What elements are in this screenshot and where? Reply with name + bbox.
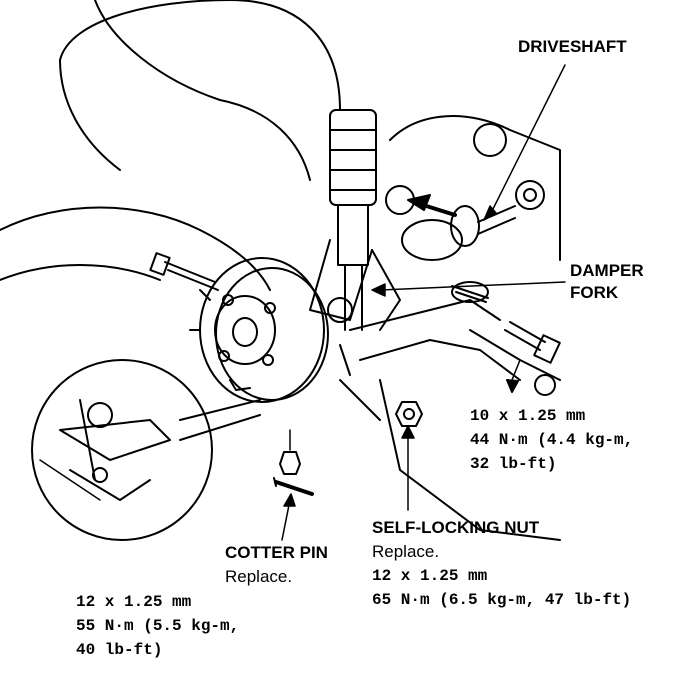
lower-bolt-size: 12 x 1.25 mm [76,593,192,611]
self-locking-nut-torque: 65 N·m (6.5 kg-m, 47 lb-ft) [372,591,632,609]
lower-bolt-torque-lbft: 40 lb-ft) [76,641,163,659]
upper-bolt-size: 10 x 1.25 mm [470,407,586,425]
detail-inset [31,359,261,541]
self-locking-nut [339,344,423,427]
upper-bolt-torque: 44 N·m (4.4 kg-m, [470,431,634,449]
leader-lines [281,64,566,541]
transmission-housing [379,115,561,541]
self-locking-nut-size: 12 x 1.25 mm [372,567,488,585]
lower-arm [349,281,521,381]
driveshaft [401,180,545,261]
damper-pinch-bolt [504,321,561,393]
damper-fork-label-line2: FORK [570,283,619,302]
lower-bolt-torque: 55 N·m (5.5 kg-m, [76,617,240,635]
cotter-pin-label: COTTER PIN [225,543,328,562]
self-locking-nut-label: SELF-LOCKING NUT [372,518,540,537]
shock-absorber [329,109,377,331]
cotter-pin-note: Replace. [225,567,293,586]
cotter-pin-assembly [273,451,314,496]
upper-bolt-torque-lbft: 32 lb-ft) [470,455,557,473]
hub-rotor [189,257,329,403]
damper-fork-label-line1: DAMPER [570,261,644,280]
driveshaft-label: DRIVESHAFT [518,37,627,56]
wheel-well-outline [0,0,341,291]
self-locking-nut-note: Replace. [372,542,440,561]
knuckle-bolt [149,252,219,291]
